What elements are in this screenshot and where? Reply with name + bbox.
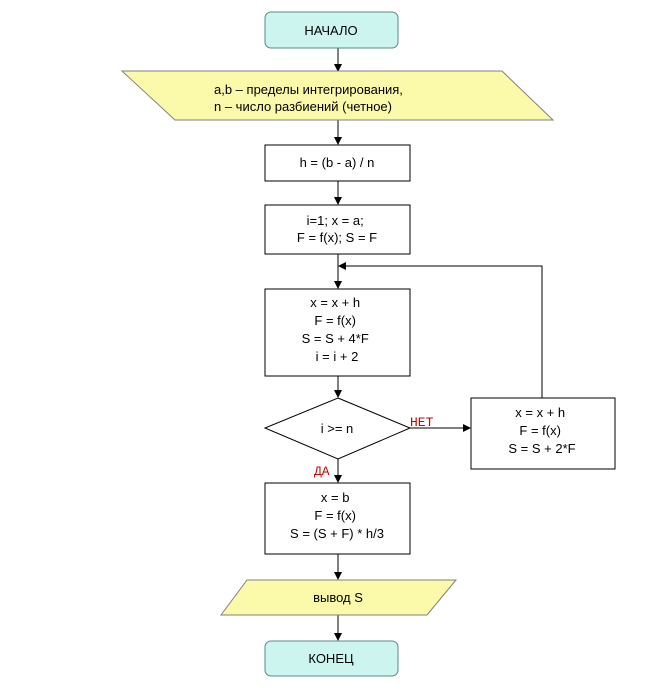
final-calc-text: x = b F = f(x) S = (S + F) * h/3 — [290, 490, 384, 541]
branch-no-label: НЕТ — [410, 415, 434, 430]
final-calc-line-1: x = b — [321, 490, 350, 505]
loop-odd-text: x = x + h F = f(x) S = S + 4*F i = i + 2 — [302, 295, 373, 364]
loop-even-text: x = x + h F = f(x) S = S + 2*F — [508, 405, 575, 456]
process-loop-odd — [264, 288, 411, 377]
branch-yes-label: ДА — [314, 464, 330, 479]
start-terminal — [264, 11, 399, 49]
arrow-loop-back — [338, 262, 543, 398]
end-terminal — [264, 640, 399, 677]
connectors — [334, 48, 543, 641]
init-line-1: i=1; x = a; — [307, 213, 364, 228]
end-label: КОНЕЦ — [308, 651, 354, 666]
loop-odd-line-2: F = f(x) — [314, 313, 356, 328]
decision-diamond — [263, 397, 412, 460]
input-parallelogram — [120, 70, 555, 121]
output-parallelogram — [220, 579, 458, 616]
process-loop-even — [470, 397, 616, 470]
input-text: a,b – пределы интегрирования, n – число … — [214, 82, 407, 114]
process-init — [264, 204, 411, 255]
loop-even-line-3: S = S + 2*F — [508, 441, 575, 456]
process-step-h — [264, 144, 411, 182]
output-label: вывод S — [313, 590, 363, 605]
loop-odd-line-1: x = x + h — [310, 295, 360, 310]
loop-even-line-1: x = x + h — [515, 405, 565, 420]
start-label: НАЧАЛО — [304, 23, 357, 38]
input-line-1: a,b – пределы интегрирования, — [214, 82, 403, 97]
loop-odd-line-3: S = S + 4*F — [302, 331, 369, 346]
init-text: i=1; x = a; F = f(x); S = F — [297, 213, 377, 245]
process-final-calc — [264, 482, 411, 555]
decision-label: i >= n — [321, 421, 354, 436]
init-line-2: F = f(x); S = F — [297, 230, 377, 245]
input-line-2: n – число разбиений (четное) — [214, 99, 392, 114]
step-h-text: h = (b - a) / n — [300, 155, 375, 170]
loop-odd-line-4: i = i + 2 — [316, 349, 359, 364]
final-calc-line-3: S = (S + F) * h/3 — [290, 526, 384, 541]
final-calc-line-2: F = f(x) — [314, 508, 356, 523]
loop-even-line-2: F = f(x) — [519, 423, 561, 438]
